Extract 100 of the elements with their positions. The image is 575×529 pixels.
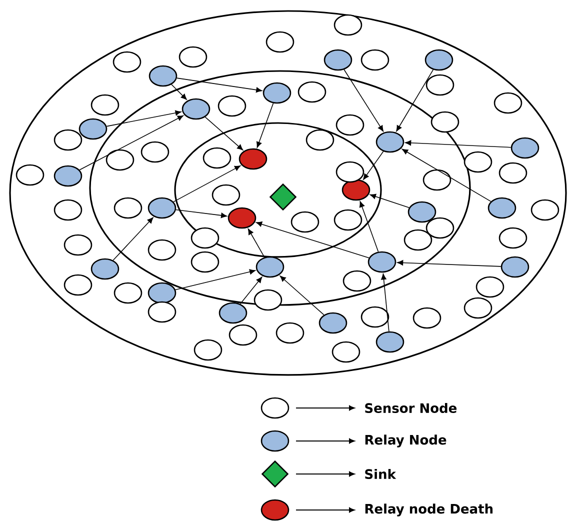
arrow: [171, 84, 187, 100]
legend-text: Relay node Death: [365, 504, 493, 516]
sensor-circle: [332, 341, 360, 363]
sensor-circle: [298, 81, 326, 103]
sensor-circle: [306, 129, 334, 151]
sensor-circle: [54, 129, 82, 151]
sensor-circle: [254, 289, 282, 311]
sensor-circle: [90, 94, 120, 116]
sensor-circle: [54, 199, 82, 221]
arrow: [175, 269, 256, 290]
relay-circle: [500, 256, 530, 278]
relay-circle: [256, 256, 284, 278]
sensor-circle: [422, 169, 452, 191]
sensor-circle: [260, 397, 290, 419]
arrow: [79, 115, 184, 170]
arrow: [363, 150, 384, 180]
sensor-circle: [426, 74, 454, 96]
sensor-circle: [148, 239, 176, 261]
dead-relay-circle: [260, 499, 290, 521]
sensor-circle: [218, 95, 246, 117]
arrow: [405, 140, 512, 148]
arrow: [204, 116, 244, 150]
legend-text: Sink: [365, 468, 396, 480]
relay-circle: [218, 302, 248, 324]
relay-circle: [408, 201, 436, 223]
arrow: [240, 276, 262, 304]
sensor-circle: [194, 339, 222, 361]
legend-text: Sensor Node: [365, 402, 457, 414]
relay-circle: [376, 131, 404, 153]
arrow: [396, 69, 434, 132]
arrow: [248, 228, 265, 258]
relay-circle: [148, 65, 178, 87]
sensor-circle: [290, 211, 320, 233]
sensor-circle: [360, 49, 390, 71]
relay-circle: [510, 137, 540, 159]
sensor-circle: [148, 301, 176, 323]
relay-circle: [324, 49, 352, 71]
arrow: [176, 78, 262, 93]
sensor-circle: [190, 227, 220, 249]
sensor-circle: [202, 147, 232, 169]
sensor-circle: [498, 162, 528, 184]
sensor-circle: [16, 164, 44, 186]
sensor-circle: [140, 141, 170, 163]
sensor-circle: [498, 227, 528, 249]
dead-relay-circle: [342, 179, 370, 201]
sensor-circle: [336, 161, 364, 183]
relay-circle: [488, 197, 516, 219]
sensor-circle: [178, 46, 208, 68]
sensor-circle: [64, 274, 92, 296]
relay-circle: [260, 430, 290, 452]
arrow: [370, 194, 410, 208]
sensor-circle: [190, 251, 220, 273]
arrow: [256, 222, 370, 258]
dead-relay-circle: [238, 148, 268, 170]
arrow: [280, 276, 324, 316]
sensor-circle: [530, 199, 560, 221]
sensor-circle: [64, 234, 92, 256]
sensor-circle: [228, 324, 258, 346]
arrow: [381, 274, 390, 332]
sensor-circle: [114, 197, 142, 219]
arrow: [256, 102, 274, 148]
sensor-circle: [476, 276, 504, 298]
arrow: [106, 110, 182, 127]
sensor-circle: [276, 322, 304, 344]
sensor-circle: [334, 209, 362, 231]
legend-text: Relay Node: [365, 434, 446, 448]
sensor-circle: [342, 270, 372, 292]
sensor-circle: [360, 306, 390, 328]
sensor-circle: [334, 14, 362, 36]
relay-circle: [424, 49, 454, 71]
dead-relay-circle: [228, 207, 256, 229]
sensor-circle: [212, 184, 240, 206]
sensor-circle: [106, 149, 134, 171]
sensor-circle: [404, 229, 432, 251]
relay-circle: [262, 82, 292, 104]
arrow: [344, 69, 384, 132]
sensor-circle: [112, 51, 142, 73]
relay-circle: [148, 282, 176, 304]
relay-circle: [182, 98, 210, 120]
relay-circle: [90, 258, 120, 280]
relay-circle: [78, 118, 108, 140]
arrow: [397, 260, 502, 267]
relay-circle: [318, 312, 348, 334]
arrow: [176, 209, 227, 218]
sensor-circle: [114, 282, 142, 304]
sensor-circle: [494, 92, 522, 114]
relay-circle: [376, 331, 404, 353]
arrow: [112, 217, 154, 261]
sensor-circle: [430, 111, 460, 133]
relay-circle: [54, 165, 82, 187]
sensor-circle: [412, 307, 442, 329]
sensor-circle: [266, 31, 294, 53]
sensor-circle: [336, 114, 364, 136]
relay-circle: [148, 197, 176, 219]
sensor-circle: [464, 297, 492, 319]
arrow: [402, 148, 492, 202]
sensor-circle: [464, 151, 492, 173]
arrow: [173, 165, 241, 202]
sensor-circle: [426, 217, 454, 239]
relay-circle: [368, 251, 396, 273]
